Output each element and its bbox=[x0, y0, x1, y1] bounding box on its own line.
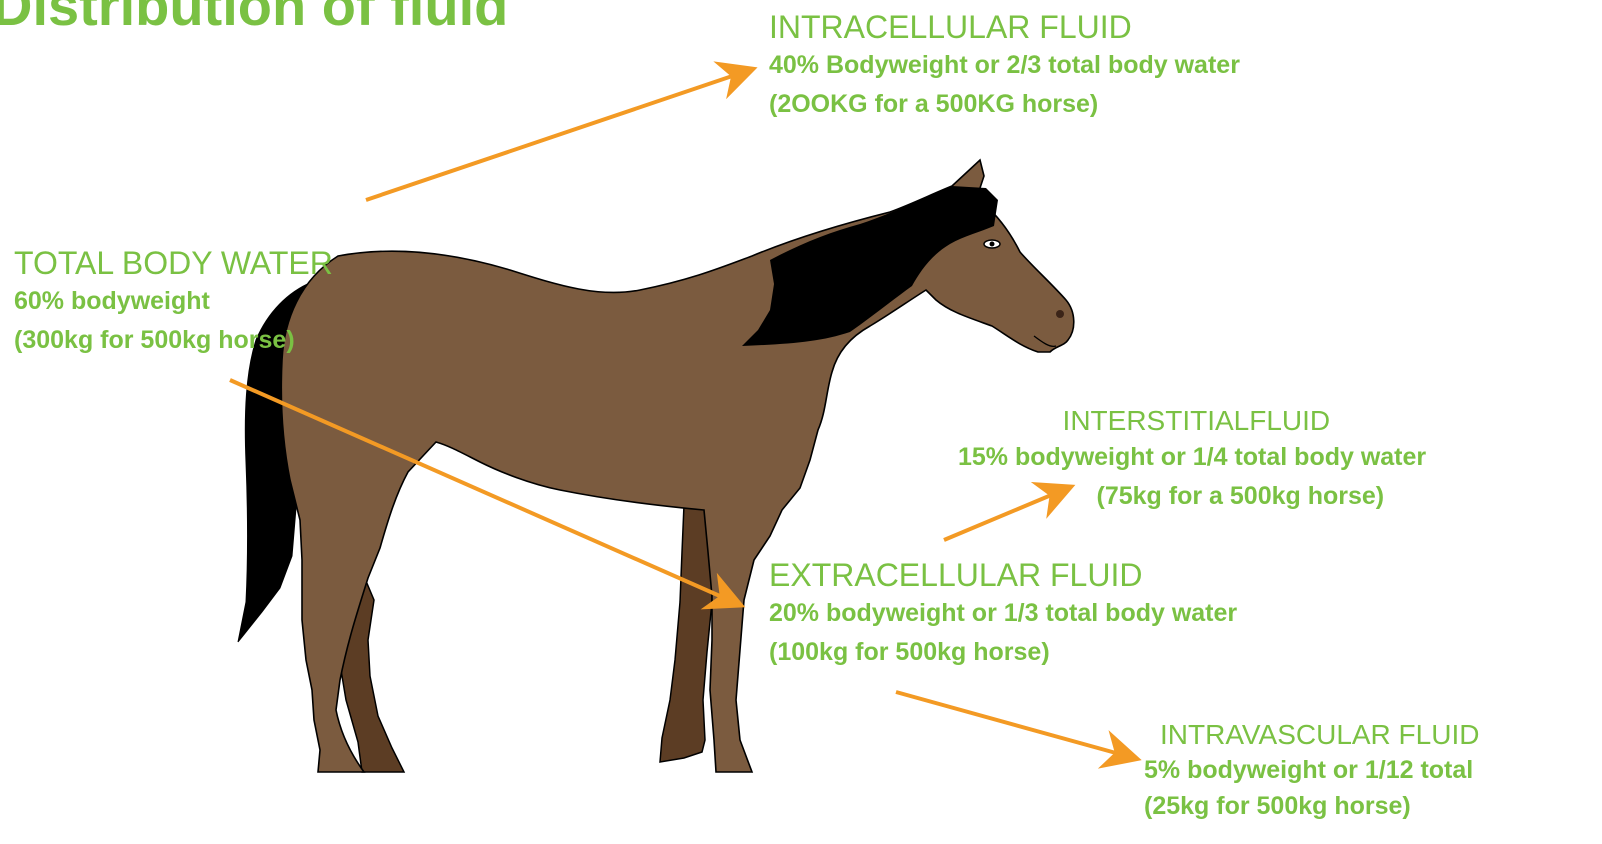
diagram-title: Distribution of fluid bbox=[0, 0, 508, 34]
interstitial-heading: INTERSTITIALFLUID bbox=[958, 404, 1426, 438]
intracellular-heading: INTRACELLULAR FLUID bbox=[769, 8, 1240, 46]
intracellular-label: INTRACELLULAR FLUID 40% Bodyweight or 2/… bbox=[769, 8, 1240, 124]
extracellular-line1: 20% bodyweight or 1/3 total body water bbox=[769, 594, 1237, 633]
interstitial-label: INTERSTITIALFLUID 15% bodyweight or 1/4 … bbox=[958, 404, 1426, 516]
intracellular-line1: 40% Bodyweight or 2/3 total body water bbox=[769, 46, 1240, 85]
total-body-water-line1: 60% bodyweight bbox=[14, 282, 333, 321]
intracellular-line2: (2OOKG for a 500KG horse) bbox=[769, 85, 1240, 124]
total-body-water-label: TOTAL BODY WATER 60% bodyweight (300kg f… bbox=[14, 244, 333, 360]
interstitial-line1: 15% bodyweight or 1/4 total body water bbox=[958, 438, 1426, 477]
extracellular-label: EXTRACELLULAR FLUID 20% bodyweight or 1/… bbox=[769, 556, 1237, 672]
total-body-water-heading: TOTAL BODY WATER bbox=[14, 244, 333, 282]
intravascular-line1: 5% bodyweight or 1/12 total bbox=[1144, 752, 1479, 788]
intravascular-line2: (25kg for 500kg horse) bbox=[1144, 788, 1479, 824]
total-body-water-line2: (300kg for 500kg horse) bbox=[14, 321, 333, 360]
horse-far-foreleg bbox=[660, 505, 712, 762]
intravascular-label: INTRAVASCULAR FLUID 5% bodyweight or 1/1… bbox=[1144, 718, 1479, 824]
intravascular-heading: INTRAVASCULAR FLUID bbox=[1144, 718, 1479, 752]
extracellular-heading: EXTRACELLULAR FLUID bbox=[769, 556, 1237, 594]
extracellular-line2: (100kg for 500kg horse) bbox=[769, 633, 1237, 672]
interstitial-line2: (75kg for a 500kg horse) bbox=[958, 477, 1426, 516]
horse-nostril bbox=[1056, 310, 1064, 318]
